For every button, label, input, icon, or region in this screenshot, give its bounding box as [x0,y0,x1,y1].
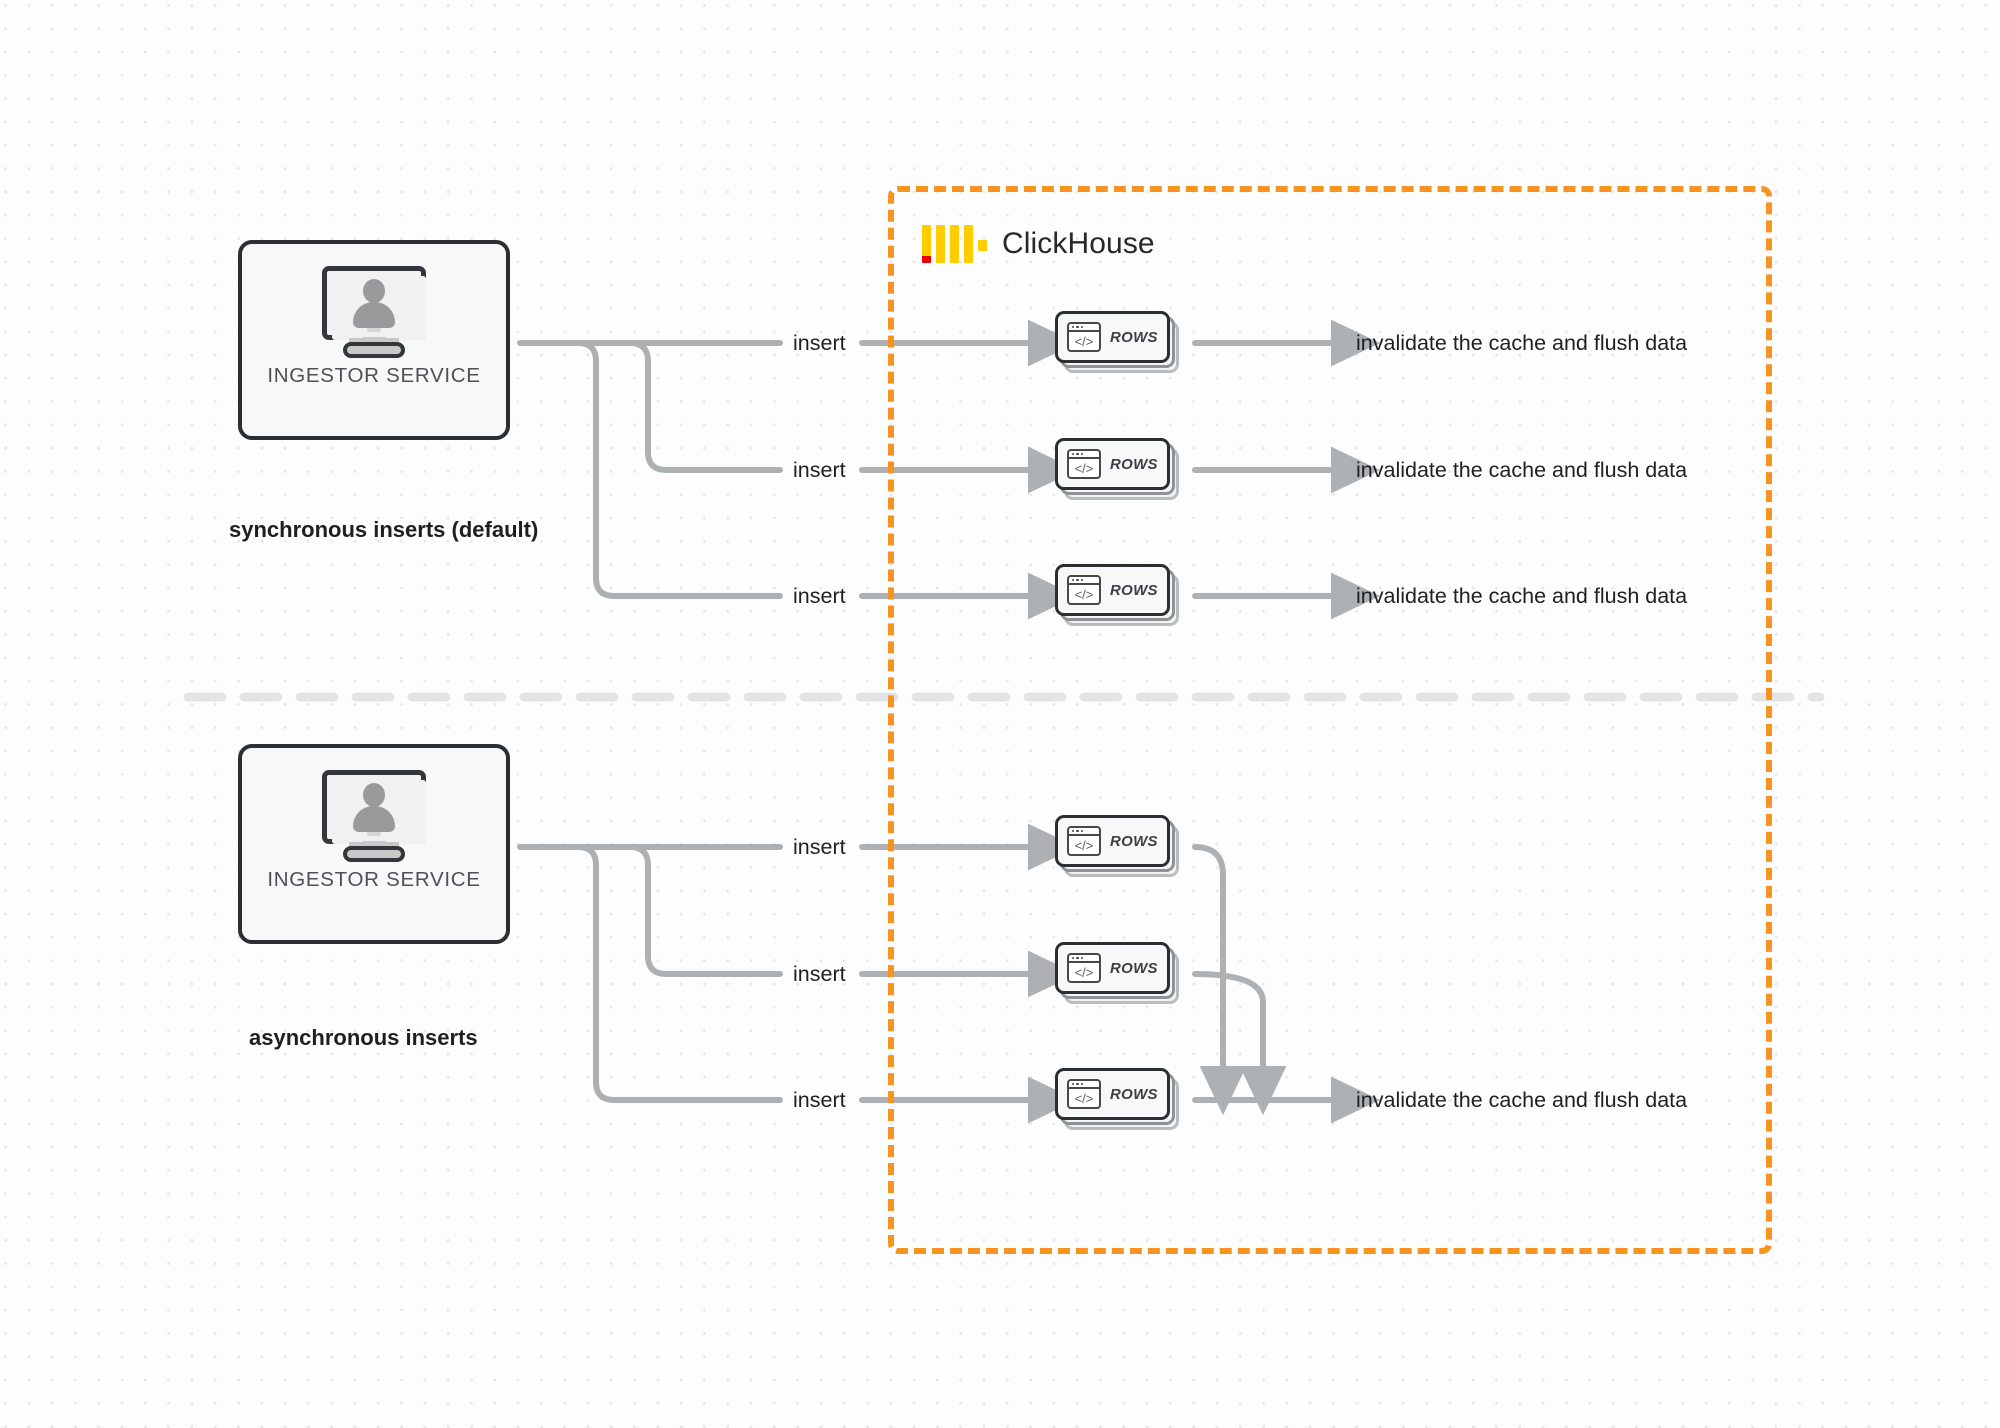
ingestor-service-sync[interactable]: INGESTOR SERVICE [238,240,510,440]
insert-label-async-3: insert [793,1088,846,1112]
rows-label-async-3: ROWS [1110,1085,1158,1103]
rows-label-sync-1: ROWS [1110,328,1158,346]
insert-label-async-1: insert [793,835,846,859]
sync-wire-2-branch [627,340,783,473]
insert-label-sync-2: insert [793,458,846,482]
code-glyph: </> [1074,837,1094,853]
rows-card-async-1[interactable]: </> ROWS [1055,815,1179,877]
rows-card-async-2[interactable]: </> ROWS [1055,942,1179,1004]
code-window-icon: </> [1067,1079,1101,1109]
rows-label-async-2: ROWS [1110,959,1158,977]
flush-label-sync-3: invalidate the cache and flush data [1356,584,1688,608]
async-wire-3-branch [575,844,783,1103]
code-window-icon: </> [1067,953,1101,983]
flush-label-sync-1: invalidate the cache and flush data [1356,331,1688,355]
ingestor-service-label-sync: INGESTOR SERVICE [267,364,481,387]
rows-card-sync-2[interactable]: </> ROWS [1055,438,1179,500]
code-glyph: </> [1074,1090,1094,1106]
clickhouse-logo-icon [922,225,987,263]
async-wire-2-branch [627,844,783,977]
clickhouse-brand: ClickHouse [922,222,1155,266]
code-window-icon: </> [1067,322,1101,352]
code-window-icon: </> [1067,826,1101,856]
rows-card-sync-3[interactable]: </> ROWS [1055,564,1179,626]
sync-wire-3-branch [575,340,783,599]
rows-label-sync-3: ROWS [1110,581,1158,599]
flush-label-sync-2: invalidate the cache and flush data [1356,458,1688,482]
monitor-user-icon [322,266,426,358]
monitor-user-icon [322,770,426,862]
insert-label-sync-3: insert [793,584,846,608]
code-glyph: </> [1074,333,1094,349]
code-window-icon: </> [1067,575,1101,605]
clickhouse-brand-label: ClickHouse [1002,227,1155,260]
insert-label-sync-1: insert [793,331,846,355]
ingestor-service-label-async: INGESTOR SERVICE [267,868,481,891]
code-glyph: </> [1074,586,1094,602]
rows-label-async-1: ROWS [1110,832,1158,850]
code-window-icon: </> [1067,449,1101,479]
ingestor-service-async[interactable]: INGESTOR SERVICE [238,744,510,944]
clickhouse-region-boundary [888,186,1772,1254]
caption-synchronous: synchronous inserts (default) [229,517,539,542]
rows-card-async-3[interactable]: </> ROWS [1055,1068,1179,1130]
rows-card-sync-1[interactable]: </> ROWS [1055,311,1179,373]
rows-label-sync-2: ROWS [1110,455,1158,473]
code-glyph: </> [1074,964,1094,980]
flush-label-async-merged: invalidate the cache and flush data [1356,1088,1688,1112]
code-glyph: </> [1074,460,1094,476]
caption-asynchronous: asynchronous inserts [249,1025,478,1050]
insert-label-async-2: insert [793,962,846,986]
